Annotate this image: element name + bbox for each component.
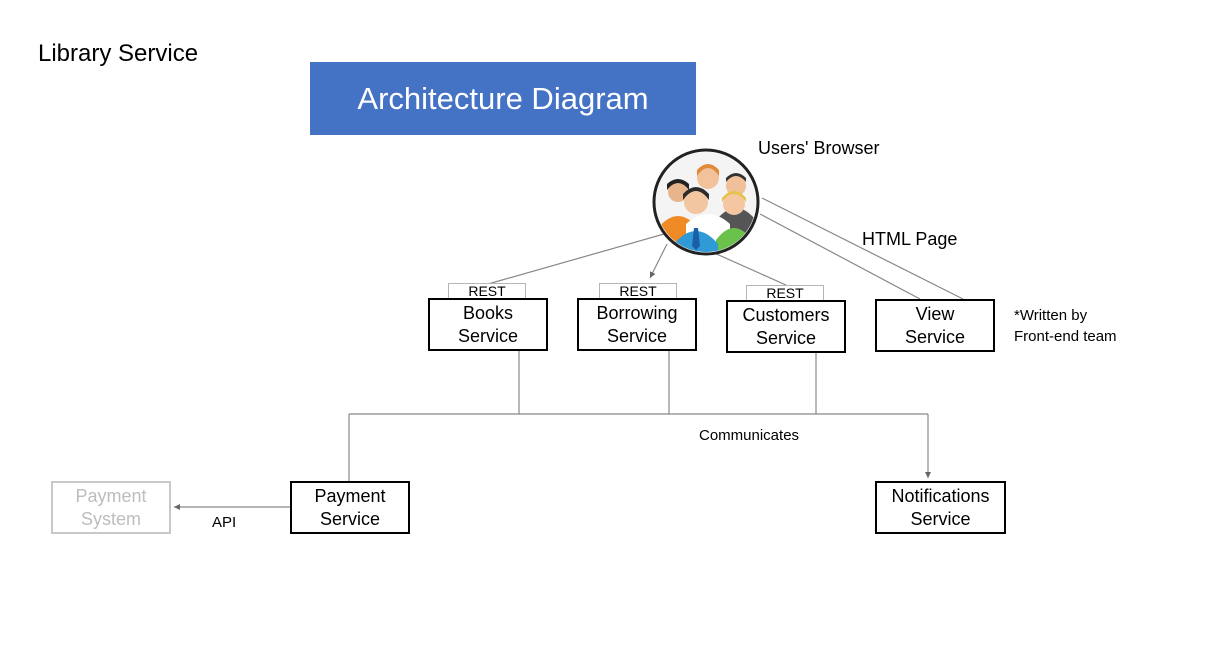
books-rest-tag: REST xyxy=(448,283,526,299)
view-service-line2: Service xyxy=(904,326,966,347)
communicates-label: Communicates xyxy=(699,427,800,444)
customers-service-line2: Service xyxy=(755,327,817,348)
payment-service-line2: Service xyxy=(319,508,380,529)
users-group-icon xyxy=(652,148,760,256)
payment-service-line1: Payment xyxy=(314,485,386,506)
borrowing-service-line1: Borrowing xyxy=(596,302,678,323)
customers-service-line1: Customers xyxy=(742,304,830,325)
diagram-banner: Architecture Diagram xyxy=(310,62,696,135)
frontend-note: *Written by Front-end team xyxy=(1014,305,1117,347)
users-to-books-line xyxy=(487,233,665,285)
payment-system-line2: System xyxy=(80,508,141,529)
banner-title: Architecture Diagram xyxy=(357,80,649,116)
users-to-view-line-2 xyxy=(761,197,964,300)
payment-system-line1: Payment xyxy=(75,485,147,506)
frontend-note-line1: *Written by xyxy=(1014,307,1088,324)
customers-rest-tag: REST xyxy=(746,285,824,301)
users-to-view-line-1 xyxy=(759,213,921,300)
users-to-borrowing-line xyxy=(649,243,668,279)
users-to-customers-line xyxy=(711,251,787,286)
borrowing-rest-tag: REST xyxy=(599,283,677,299)
frontend-note-line2: Front-end team xyxy=(1014,328,1117,345)
page-title: Library Service xyxy=(38,40,199,67)
notifications-service-line2: Service xyxy=(910,508,971,529)
borrowing-service-line2: Service xyxy=(606,325,667,346)
html-page-label: HTML Page xyxy=(862,229,958,249)
api-label: API xyxy=(212,514,237,531)
view-service-line1: View xyxy=(915,303,955,324)
books-service-line1: Books xyxy=(462,302,514,323)
books-service-line2: Service xyxy=(457,325,519,346)
notifications-service-line1: Notifications xyxy=(891,485,990,506)
users-browser-label: Users' Browser xyxy=(758,138,880,158)
